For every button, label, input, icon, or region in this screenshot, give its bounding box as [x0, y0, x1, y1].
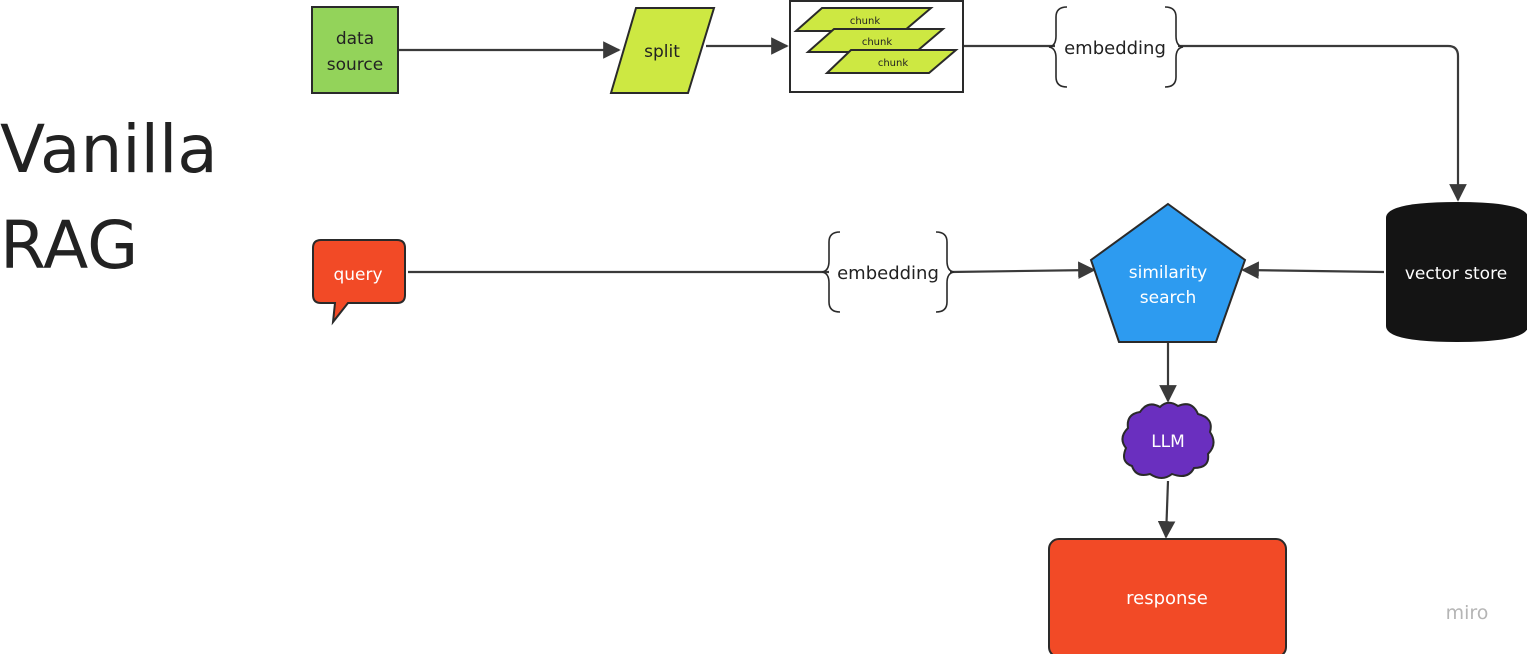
- embedding-bottom-label: embedding: [837, 263, 939, 284]
- miro-watermark: miro: [1446, 602, 1489, 624]
- node-embedding-top[interactable]: embedding: [1048, 6, 1184, 88]
- title-line-2: RAG: [0, 207, 139, 284]
- vector-store-label: vector store: [1405, 264, 1507, 284]
- node-data-source[interactable]: data source: [311, 6, 399, 94]
- edge-embedding-to-search[interactable]: [949, 261, 1096, 280]
- edge-llm-to-response[interactable]: [1157, 480, 1176, 539]
- llm-label: LLM: [1151, 432, 1185, 452]
- query-label: query: [333, 265, 382, 285]
- node-similarity-search[interactable]: similarity search: [1089, 202, 1247, 343]
- diagram-title: Vanilla RAG: [0, 102, 218, 294]
- chunk-shape-3: [824, 49, 959, 74]
- brace-left-icon: [1048, 6, 1068, 88]
- embedding-top-label: embedding: [1064, 38, 1166, 59]
- node-response[interactable]: response: [1048, 538, 1287, 654]
- response-label: response: [1126, 588, 1208, 609]
- node-embedding-bottom[interactable]: embedding: [821, 231, 955, 313]
- node-split[interactable]: split: [609, 7, 716, 94]
- node-query[interactable]: query: [312, 239, 406, 326]
- chunk-label-2: chunk: [862, 37, 893, 48]
- chunk-label-1: chunk: [850, 16, 881, 27]
- edges: [398, 37, 1467, 539]
- edge-embedding-to-vector-store[interactable]: [1178, 44, 1467, 202]
- node-chunks[interactable]: chunk chunk chunk: [789, 0, 964, 93]
- data-source-label-line-2: source: [327, 55, 383, 75]
- title-line-1: Vanilla: [0, 111, 218, 188]
- edge-vector-store-to-search[interactable]: [1241, 261, 1385, 280]
- data-source-label-line-1: data: [336, 29, 374, 49]
- node-vector-store[interactable]: vector store: [1386, 202, 1527, 342]
- brace-right-icon: [935, 231, 955, 313]
- similarity-search-label-line-1: similarity: [1129, 263, 1207, 283]
- brace-right-icon: [1164, 6, 1184, 88]
- similarity-search-label-line-2: search: [1140, 288, 1196, 308]
- chunk-label-3: chunk: [878, 58, 909, 69]
- split-label: split: [644, 42, 680, 62]
- brace-left-icon: [821, 231, 841, 313]
- node-llm[interactable]: LLM: [1121, 401, 1215, 479]
